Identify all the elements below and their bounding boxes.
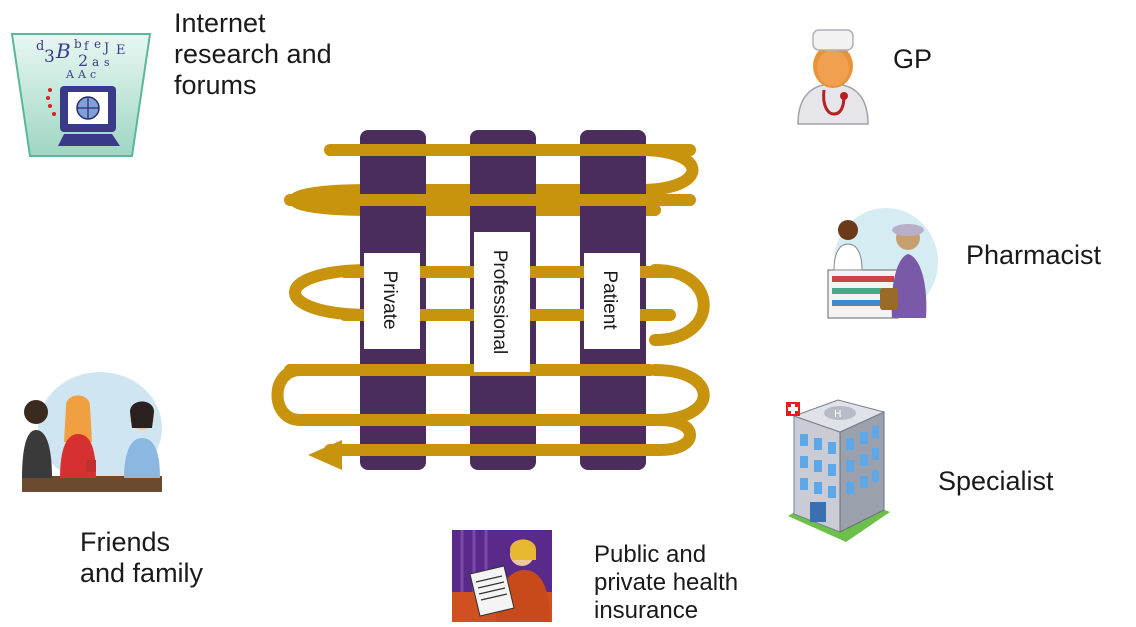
svg-text:A: A bbox=[77, 68, 87, 81]
svg-text:J: J bbox=[102, 41, 109, 56]
svg-text:f: f bbox=[84, 39, 90, 53]
svg-text:B: B bbox=[55, 39, 71, 63]
insurance-label: Public and private health insurance bbox=[594, 541, 739, 624]
svg-text:e: e bbox=[94, 37, 101, 51]
friends-label: Friends and family bbox=[80, 527, 204, 588]
computer-with-letters-icon: d 3 B b f e J E 2 a s A A c bbox=[10, 33, 152, 157]
svg-text:b: b bbox=[74, 37, 82, 51]
svg-text:c: c bbox=[90, 68, 96, 81]
svg-text:2: 2 bbox=[78, 51, 88, 70]
person-reading-document-icon bbox=[452, 530, 552, 622]
svg-text:3: 3 bbox=[44, 47, 55, 67]
label-patient: Patient bbox=[599, 270, 620, 330]
friends-chatting-icon bbox=[22, 372, 162, 492]
column-labels: Private Professional Patient bbox=[364, 232, 640, 372]
label-professional: Professional bbox=[489, 250, 510, 355]
svg-text:a: a bbox=[92, 55, 99, 69]
svg-text:A: A bbox=[65, 68, 75, 81]
pharmacy-counter-icon bbox=[827, 208, 938, 319]
pharmacist-label: Pharmacist bbox=[966, 240, 1102, 270]
label-private: Private bbox=[379, 270, 400, 329]
doctor-icon bbox=[797, 29, 869, 125]
svg-text:H: H bbox=[834, 409, 842, 420]
svg-text:E: E bbox=[116, 43, 126, 58]
internet-label: Internet research and forums bbox=[174, 8, 332, 100]
thread-arrowhead bbox=[308, 440, 342, 470]
svg-text:s: s bbox=[104, 56, 110, 69]
gp-label: GP bbox=[893, 44, 933, 74]
specialist-label: Specialist bbox=[938, 466, 1054, 496]
svg-text:d: d bbox=[36, 39, 44, 54]
hospital-building-icon: H bbox=[786, 399, 890, 542]
